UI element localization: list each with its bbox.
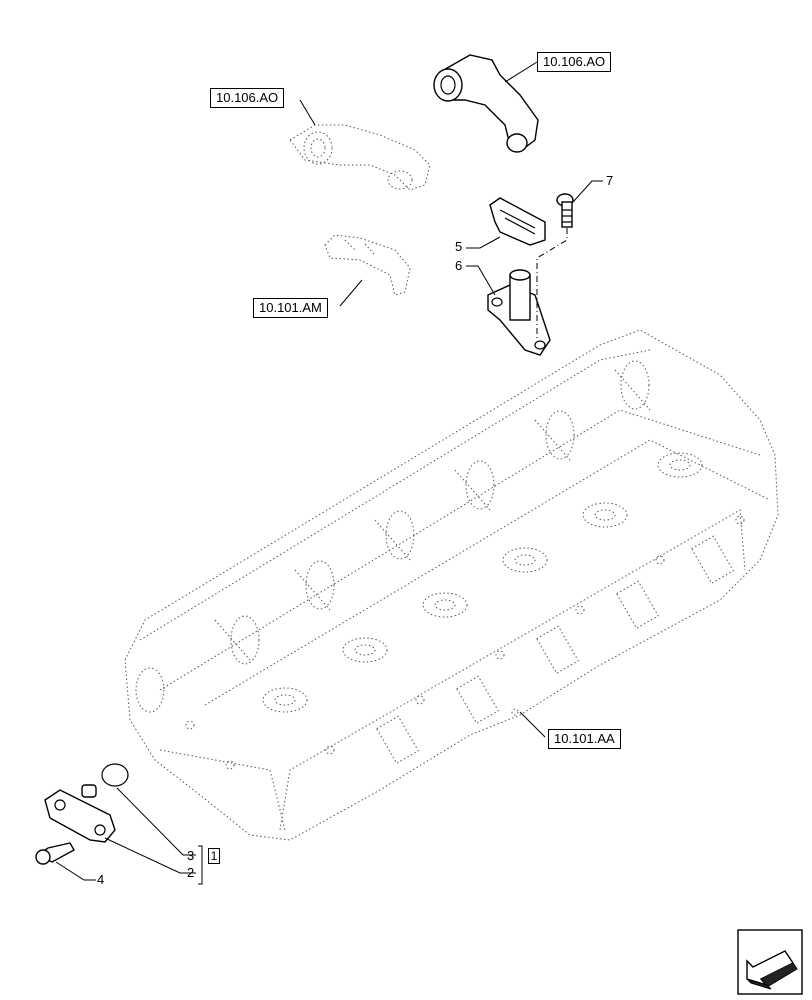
part-3-o-ring bbox=[101, 763, 129, 787]
callout-4: 4 bbox=[97, 872, 105, 887]
part-2-fitting bbox=[44, 784, 116, 843]
part-7-screw bbox=[556, 193, 574, 228]
callout-6: 6 bbox=[455, 258, 463, 273]
ref-rocker-arm-right[interactable]: 10.106.AO bbox=[537, 52, 612, 72]
rocker-arm-ghost bbox=[289, 124, 431, 191]
part-5-clip bbox=[489, 197, 546, 246]
rocker-arm-solid bbox=[433, 54, 539, 153]
note-reference-box: 1 bbox=[208, 848, 220, 864]
valve-bridge-ghost bbox=[324, 234, 411, 296]
part-6-shaft-support bbox=[487, 269, 551, 356]
navigation-arrow-icon[interactable] bbox=[737, 929, 803, 995]
callout-3: 3 bbox=[187, 848, 195, 863]
ref-cylinder-head[interactable]: 10.101.AA bbox=[548, 729, 621, 749]
callout-5: 5 bbox=[455, 239, 463, 254]
cylinder-head bbox=[124, 329, 779, 841]
ref-rocker-arm-left[interactable]: 10.106.AO bbox=[210, 88, 285, 108]
callout-7: 7 bbox=[606, 173, 614, 188]
part-4-screw bbox=[35, 842, 75, 865]
ref-bridge[interactable]: 10.101.AM bbox=[253, 298, 328, 318]
callout-2: 2 bbox=[187, 865, 195, 880]
